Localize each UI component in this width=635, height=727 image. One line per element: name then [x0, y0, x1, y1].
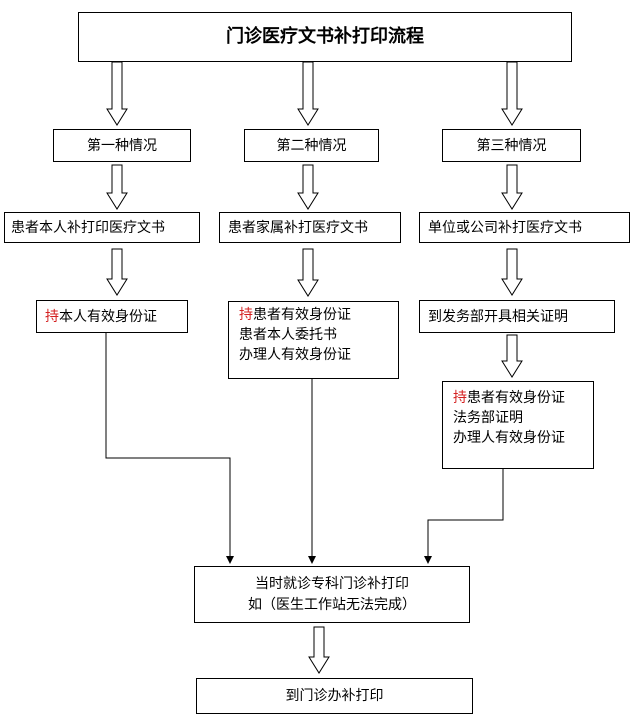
- requirement-line: 办理人有效身份证: [453, 430, 565, 446]
- flow-arrow: [501, 248, 523, 296]
- flow-arrow: [106, 164, 128, 210]
- hold-prefix: 持: [453, 390, 467, 406]
- case-2-applicant: 患者家属补打医疗文书: [228, 219, 368, 236]
- case-3-step-box: 到发务部开具相关证明: [419, 300, 615, 333]
- case-3-box: 第三种情况: [442, 129, 581, 162]
- case-1-label: 第一种情况: [87, 137, 157, 154]
- requirement-line: 办理人有效身份证: [239, 347, 351, 363]
- hold-prefix: 持: [45, 308, 59, 325]
- connector-line: [424, 469, 504, 564]
- flow-arrow: [501, 164, 523, 210]
- requirement-line: 法务部证明: [453, 410, 523, 426]
- case-1-applicant-box: 患者本人补打印医疗文书: [4, 212, 200, 243]
- case-3-step: 到发务部开具相关证明: [428, 308, 568, 325]
- end-box: 到门诊办补打印: [196, 678, 473, 714]
- case-3-applicant: 单位或公司补打医疗文书: [428, 219, 582, 236]
- flow-arrow: [308, 626, 330, 674]
- flow-arrow: [297, 164, 319, 210]
- end-label: 到门诊办补打印: [285, 688, 384, 704]
- final-line-2: 如（医生工作站无法完成）: [248, 597, 416, 613]
- case-2-label: 第二种情况: [276, 137, 347, 154]
- case-3-applicant-box: 单位或公司补打医疗文书: [419, 212, 630, 243]
- case-3-requirements: 持患者有效身份证 法务部证明 办理人有效身份证: [442, 381, 594, 469]
- final-box: 当时就诊专科门诊补打印 如（医生工作站无法完成）: [194, 566, 470, 623]
- case-1-box: 第一种情况: [53, 129, 191, 162]
- requirement-line: 本人有效身份证: [59, 308, 157, 325]
- case-2-box: 第二种情况: [244, 129, 379, 162]
- hold-prefix: 持: [239, 307, 253, 323]
- case-1-requirements: 持本人有效身份证: [36, 300, 188, 333]
- requirement-line: 患者有效身份证: [467, 390, 565, 406]
- requirement-line: 患者本人委托书: [239, 327, 337, 343]
- flow-arrow: [106, 61, 128, 126]
- final-line-1: 当时就诊专科门诊补打印: [255, 576, 409, 592]
- case-3-label: 第三种情况: [476, 137, 547, 154]
- connector-line: [105, 333, 234, 564]
- case-2-applicant-box: 患者家属补打医疗文书: [219, 212, 401, 243]
- flowchart-title: 门诊医疗文书补打印流程: [226, 26, 424, 47]
- case-2-requirements: 持患者有效身份证 患者本人委托书 办理人有效身份证: [228, 301, 399, 379]
- flow-arrow: [501, 61, 523, 126]
- flow-arrow: [106, 248, 128, 296]
- flow-arrow: [297, 248, 319, 297]
- title-box: 门诊医疗文书补打印流程: [78, 12, 572, 62]
- case-1-applicant: 患者本人补打印医疗文书: [11, 219, 165, 236]
- requirement-line: 患者有效身份证: [253, 307, 351, 323]
- flow-arrow: [501, 334, 523, 378]
- flow-arrow: [297, 61, 319, 126]
